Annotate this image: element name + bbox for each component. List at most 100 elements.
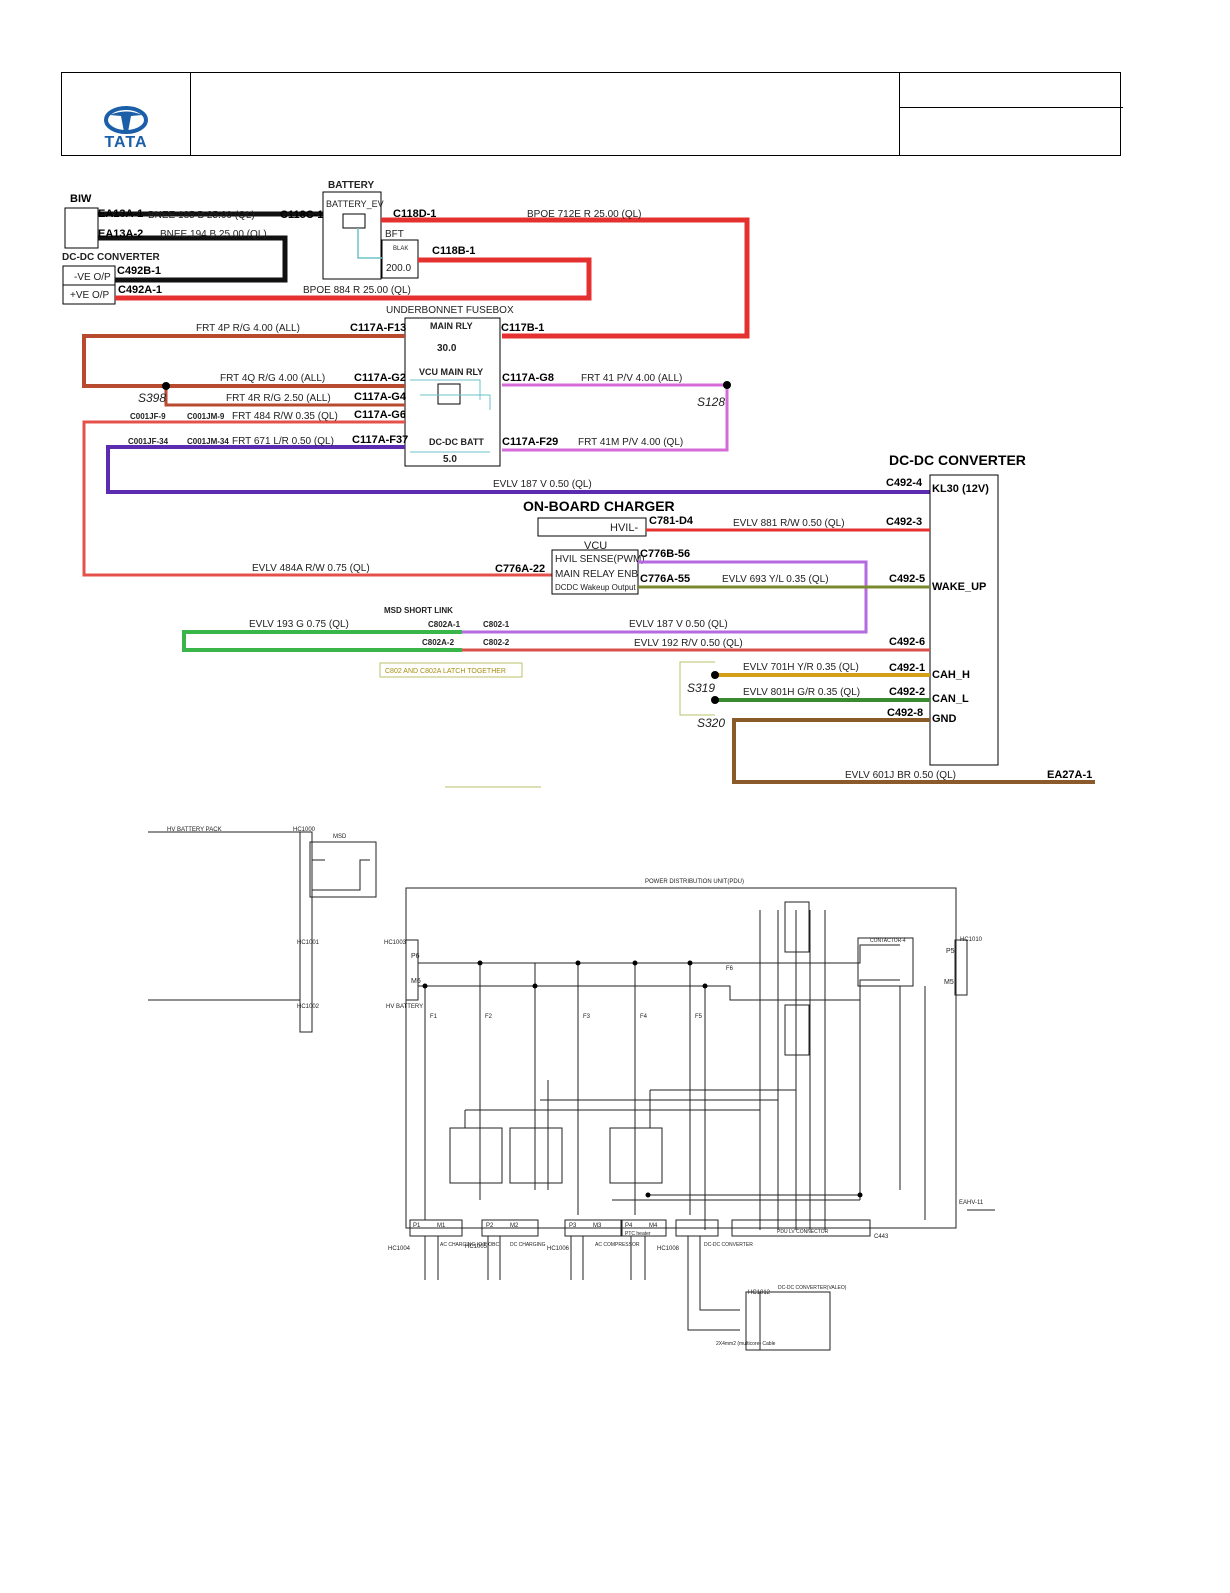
p5-label: P5 [946,948,955,955]
can-l-label: CAN_L [932,693,969,705]
c-4923: C492-3 [886,516,922,528]
wire-bnee185: BNEE 185 B 25.00 (QL) [148,210,255,221]
c-f37: C117A-F37 [352,434,408,446]
c-g8: C117A-G8 [502,372,554,384]
fuse-f4: F4 [640,1014,648,1020]
wire-frt484: FRT 484 R/W 0.35 (QL) [232,411,338,422]
c-c492b1: C492B-1 [117,265,161,277]
port-4 [621,1219,667,1237]
wire-frt671: FRT 671 L/R 0.50 (QL) [232,436,334,447]
contactor4-label: CONTACTOR-4 [870,938,906,944]
c-f29: C117A-F29 [502,436,558,448]
c-776b56: C776B-56 [640,548,690,560]
port-1 [409,1219,463,1237]
hc1005-label: HC1005 [465,1244,488,1250]
c-ea13a2: EA13A-2 [98,228,143,240]
wire-frt41: FRT 41 P/V 4.00 (ALL) [581,373,682,384]
temp-sensor-2 [784,1004,810,1056]
c-ea13a1: EA13A-1 [98,208,143,220]
fuse-f6: F6 [726,966,734,972]
wire-evlv193: EVLV 193 G 0.75 (QL) [249,619,349,630]
fuse-f1: F1 [430,1014,438,1020]
wire-bpoe884: BPOE 884 R 25.00 (QL) [303,285,411,296]
hc1003-label: HC1003 [384,940,407,946]
bft-small: BLAK [393,246,408,252]
c-jm9: C001JM-9 [187,412,225,421]
contactor-3-box [609,1127,663,1184]
c-f13: C117A-F13 [350,322,406,334]
dcdc-batt-label: DC-DC BATT [429,437,484,447]
wire-frt4q: FRT 4Q R/G 4.00 (ALL) [220,373,325,384]
kl30-label: KL30 (12V) [932,483,989,495]
lv-wiring-diagram: BIW DC-DC CONVERTER -VE O/P +VE O/P BATT… [62,180,1095,788]
ve-plus-label: +VE O/P [70,290,110,301]
battery-icon [342,213,366,229]
c-776a22: C776A-22 [495,563,545,575]
p6-label: P6 [411,953,420,960]
hc1002-label: HC1002 [297,1004,320,1010]
port-m4: M4 [649,1223,658,1229]
revision-cell [899,73,1123,155]
dcdc-title: DC-DC CONVERTER [889,452,1026,468]
pdu-lv-connector [731,1219,871,1237]
dcdc-wakeup-label: DCDC Wakeup Output [555,583,636,592]
port-p1: P1 [413,1223,421,1229]
main-relay-enb-label: MAIN RELAY ENB [555,569,638,580]
vcu-box [551,549,639,595]
port-p4: P4 [625,1223,633,1229]
c-jm34: C001JM-34 [187,437,229,446]
hv-battery-pack-label: HV BATTERY PACK [167,827,222,833]
cable-note: 2X4mm2 (multicore) Cable [716,1341,776,1347]
relay-icon [437,383,461,405]
gnd-label: GND [932,713,957,725]
dcdc-valeo-label: DC-DC CONVERTER(VALEO) [778,1285,847,1291]
msd-short-label: MSD SHORT LINK [384,606,453,615]
fusebox-label: UNDERBONNET FUSEBOX [386,305,514,316]
c-c118b1: C118B-1 [432,245,475,257]
c-8022: C802-2 [483,638,510,647]
wire-evlv187: EVLV 187 V 0.50 (QL) [493,479,592,490]
hv-pdu-diagram: HV BATTERY PACK HC1000 MSD POWER DISTRIB… [148,827,995,1351]
port-m3: M3 [593,1223,602,1229]
hvil-sense-label: HVIL SENSE(PWM) [555,554,645,565]
cah-label: CAH_H [932,669,970,681]
hc1000-connector [299,831,313,1033]
dcdc-converter-box [929,474,999,766]
pdu-label: POWER DISTRIBUTION UNIT(PDU) [645,879,744,885]
ptc-heater-label: PTC heater [625,1231,651,1237]
c-8021: C802-1 [483,620,510,629]
c-4925: C492-5 [889,573,925,585]
wake-up-label: WAKE_UP [932,581,986,593]
bft-value: 200.0 [386,263,411,274]
temp-sensor-1 [784,901,810,953]
logo-text: TATA [104,134,148,151]
c-802a2: C802A-2 [422,638,455,647]
ea27-label: EA27A-1 [1047,769,1092,781]
fuse-f2: F2 [485,1014,493,1020]
wire-evlv801: EVLV 801H G/R 0.35 (QL) [743,687,860,698]
c-776a55: C776A-55 [640,573,690,585]
c-b1: C117B-1 [501,322,544,334]
c-4924: C492-4 [886,477,923,489]
wire-bpoe712: BPOE 712E R 25.00 (QL) [527,209,642,220]
wire-frt41m: FRT 41M P/V 4.00 (QL) [578,437,683,448]
main-rly-value: 30.0 [437,343,457,354]
ac-charging-label: AC CHARGING (O/P OBC) [440,1242,501,1248]
ve-minus-label: -VE O/P [74,272,111,283]
logo-cell: TATA [62,73,191,155]
hv-battery-label: HV BATTERY [386,1004,423,1010]
wire-frt4p: FRT 4P R/G 4.00 (ALL) [196,323,300,334]
tata-logo: TATA [97,106,148,154]
c-c492a1: C492A-1 [118,284,162,296]
contactor-2-box [509,1127,563,1184]
s398-label: S398 [138,391,166,405]
port-p3: P3 [569,1223,577,1229]
c-4921: C492-1 [889,662,925,674]
c-g4: C117A-G4 [354,391,407,403]
eahv-label: EAHV-11 [959,1200,984,1206]
battery-box [322,191,382,280]
c-jf34: C001JF-34 [128,437,169,446]
vcu-label: VCU [584,540,607,552]
wire-evlv192: EVLV 192 R/V 0.50 (QL) [634,638,743,649]
title-block: TATA [61,72,1123,156]
